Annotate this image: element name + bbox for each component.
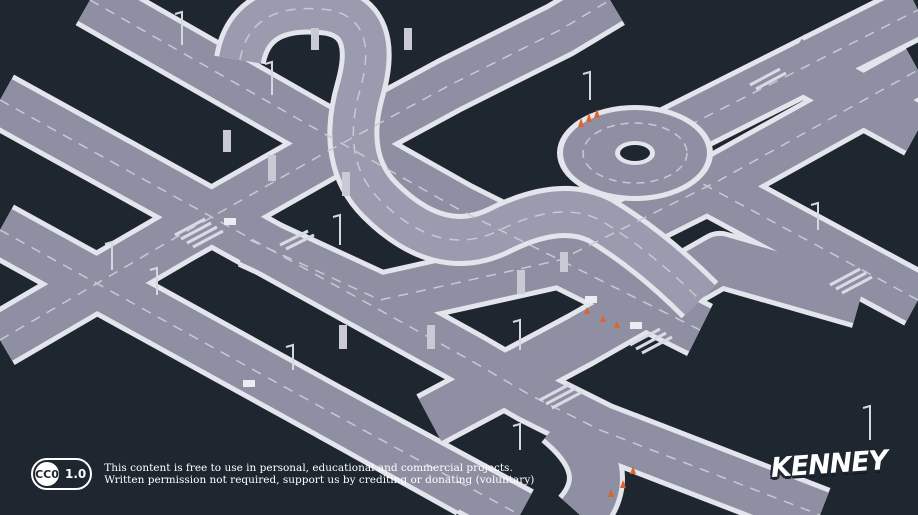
license-line-2: Written permission not required, support… <box>104 474 535 486</box>
license-notice: CC0 1.0 This content is free to use in p… <box>31 458 534 490</box>
crosswalks <box>174 67 873 410</box>
overpass-loop <box>214 0 719 319</box>
cc0-version: 1.0 <box>65 467 87 481</box>
support-pillars <box>223 28 568 349</box>
cc0-icon: CC0 <box>35 462 59 486</box>
license-line-1: This content is free to use in personal,… <box>104 462 513 474</box>
cc0-badge[interactable]: CC0 1.0 <box>31 458 93 490</box>
traffic-cones <box>578 109 636 497</box>
license-text: This content is free to use in personal,… <box>104 462 534 486</box>
street-lamps <box>104 10 871 450</box>
kenney-logo[interactable]: KENNEY <box>770 440 888 488</box>
road-barriers <box>224 218 642 387</box>
roundabout <box>557 105 713 201</box>
kenney-logo-text: KENNEY <box>769 444 889 484</box>
